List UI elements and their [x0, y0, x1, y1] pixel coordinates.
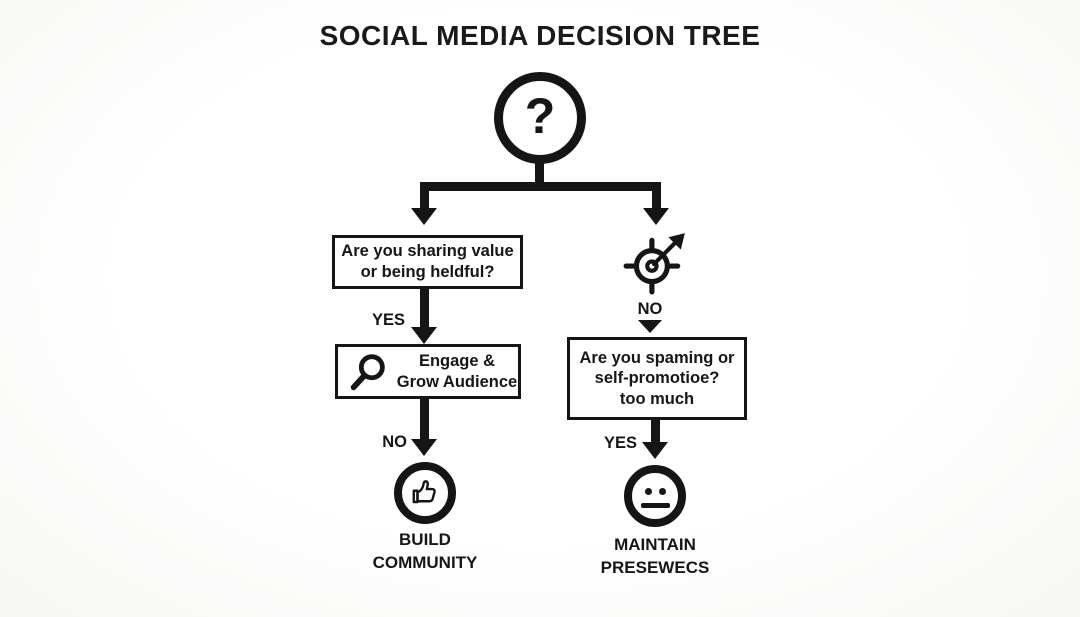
left-outcome-line2: COMMUNITY — [372, 552, 478, 572]
left-no-label: NO — [382, 433, 407, 451]
page-title: SOCIAL MEDIA DECISION TREE — [319, 20, 761, 51]
right-outcome-line1: MAINTAIN — [614, 535, 696, 554]
left-question-line1: Are you sharing value — [341, 242, 514, 261]
left-arrow2-head — [411, 439, 437, 456]
right-no-label: NO — [637, 300, 663, 318]
connector-stem — [535, 160, 544, 186]
target-dart-icon — [623, 233, 685, 295]
right-outcome-line2: PRESEWECS — [600, 557, 710, 577]
right-outcome-label: MAINTAIN PRESEWECS — [575, 534, 735, 580]
arrowhead-left-drop — [411, 208, 437, 225]
connector-right-drop — [652, 182, 661, 210]
left-question-line2: or being heldful? — [360, 263, 495, 281]
neutral-face-left-eye — [645, 488, 652, 495]
right-question-box: Are you spaming or self-promotioe? too m… — [567, 337, 747, 420]
thumbs-up-icon — [394, 462, 456, 524]
neutral-face-icon — [624, 465, 686, 527]
right-arrow-head — [642, 442, 668, 459]
right-question-line2: self-promotioe? — [594, 369, 720, 388]
left-arrow1-line — [420, 289, 429, 329]
left-question-box: Are you sharing value or being heldful? — [332, 235, 523, 289]
left-arrow1-head — [411, 327, 437, 344]
left-action-text: Engage & Grow Audience — [397, 351, 517, 392]
question-mark-icon: ? — [494, 72, 586, 164]
connector-left-drop — [420, 182, 429, 210]
left-arrow2-line — [420, 397, 429, 441]
right-arrow-line — [651, 418, 660, 444]
left-outcome-label: BUILD COMMUNITY — [345, 529, 505, 575]
magnifier-icon — [350, 353, 385, 390]
left-action-box: Engage & Grow Audience — [335, 344, 521, 399]
right-yes-label: YES — [603, 434, 637, 452]
left-action-line1: Engage & — [418, 351, 496, 370]
left-outcome-line1: BUILD — [399, 530, 451, 549]
connector-horizontal — [420, 182, 661, 191]
neutral-face-right-eye — [659, 488, 666, 495]
question-mark-glyph: ? — [524, 88, 556, 144]
right-question-line1: Are you spaming or — [579, 348, 735, 367]
arrowhead-right-drop — [643, 208, 669, 225]
thumbs-up-glyph — [412, 480, 436, 504]
neutral-face-mouth — [641, 503, 670, 508]
left-yes-label: YES — [371, 311, 405, 329]
left-action-line2: Grow Audience — [396, 372, 518, 391]
right-no-arrowhead — [638, 320, 662, 333]
right-question-line3: too much — [619, 389, 695, 408]
